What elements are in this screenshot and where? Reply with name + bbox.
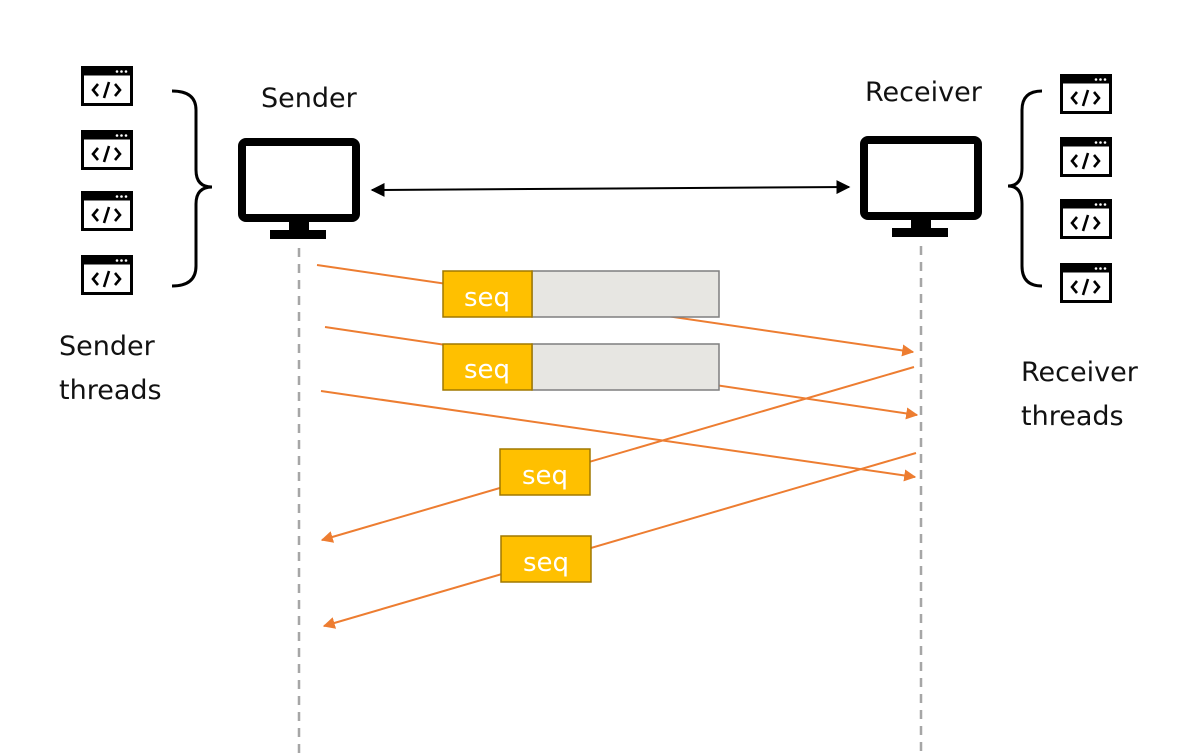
response-arrow-2 [322, 452, 917, 629]
request-arrow-3 [320, 390, 917, 482]
sender-thread-icons [81, 66, 133, 295]
code-window-icon [1060, 137, 1112, 177]
seq-label: seq [464, 355, 510, 385]
receiver-threads-label: Receiver threads [1021, 357, 1146, 432]
code-window-icon [1060, 263, 1112, 303]
sender-monitor-icon [242, 142, 356, 239]
receiver-monitor-icon [864, 140, 978, 237]
request-packet-2: seq [442, 343, 720, 391]
code-window-icon [81, 255, 133, 295]
code-window-icon [1060, 199, 1112, 239]
response-packet-1: seq [499, 448, 591, 496]
response-packet-2: seq [500, 535, 592, 583]
code-window-icon [1060, 74, 1112, 114]
packet-payload [531, 343, 720, 391]
packet-payload [531, 270, 720, 318]
sender-threads-label: Sender threads [59, 331, 163, 406]
seq-header [500, 535, 592, 583]
connection-arrow [370, 180, 851, 197]
sender-threads-brace [171, 89, 213, 288]
receiver-thread-icons [1060, 74, 1112, 303]
sender-title: Sender [261, 83, 358, 114]
seq-label: seq [522, 461, 568, 491]
seq-label: seq [464, 283, 510, 313]
seq-header [442, 343, 533, 391]
code-window-icon [81, 66, 133, 106]
receiver-title: Receiver [865, 77, 983, 108]
seq-label: seq [523, 548, 569, 578]
code-window-icon [81, 191, 133, 231]
response-arrow-1 [320, 366, 915, 543]
seq-header [442, 270, 533, 318]
code-window-icon [81, 130, 133, 170]
request-packet-1: seq [442, 270, 720, 318]
receiver-threads-brace [1007, 89, 1043, 288]
seq-header [499, 448, 591, 496]
